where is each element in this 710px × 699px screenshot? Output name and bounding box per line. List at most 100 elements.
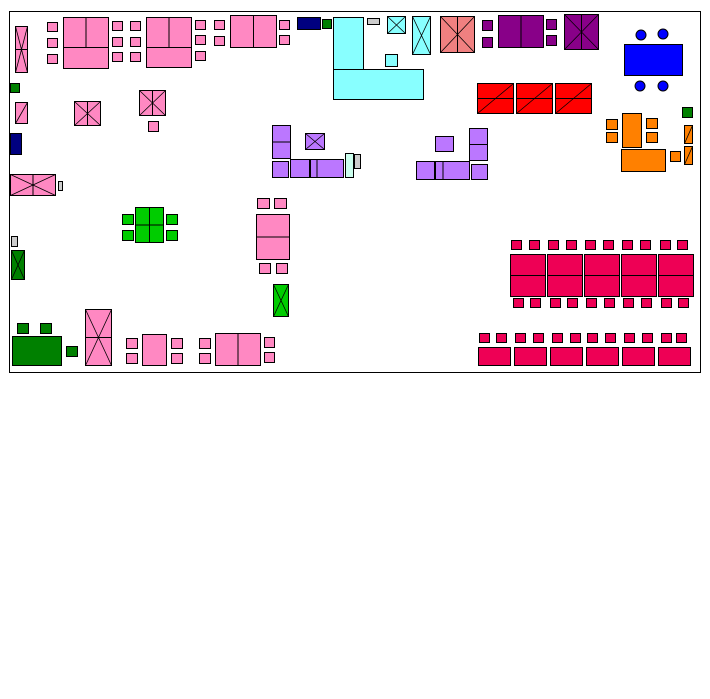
furniture-item	[640, 240, 651, 250]
furniture-item	[471, 164, 488, 180]
furniture-item	[345, 153, 354, 178]
furniture-item	[546, 19, 557, 30]
furniture-item	[10, 133, 22, 155]
furniture-item	[624, 44, 683, 76]
furniture-item	[646, 118, 658, 129]
furniture-item	[586, 298, 597, 308]
furniture-item	[171, 338, 183, 349]
furniture-item	[515, 333, 526, 343]
round-stool	[635, 29, 647, 41]
item-diagonal-line	[684, 125, 693, 144]
furniture-item	[479, 333, 490, 343]
furniture-item	[12, 336, 62, 366]
furniture-item	[195, 51, 206, 61]
round-stool	[634, 80, 646, 92]
furniture-item	[322, 19, 332, 29]
furniture-item	[166, 214, 178, 225]
furniture-item	[646, 132, 658, 143]
furniture-item	[604, 298, 615, 308]
furniture-item	[385, 54, 398, 67]
round-stool	[657, 80, 669, 92]
furniture-item	[623, 298, 634, 308]
furniture-item	[552, 333, 563, 343]
furniture-item	[546, 35, 557, 46]
furniture-item	[606, 132, 618, 143]
item-cross-line	[412, 16, 431, 55]
furniture-item	[309, 159, 311, 178]
furniture-item	[514, 347, 547, 366]
furniture-item	[274, 198, 287, 209]
furniture-item	[10, 83, 20, 93]
furniture-item	[272, 161, 289, 178]
furniture-item	[682, 107, 693, 118]
furniture-item	[478, 347, 511, 366]
furniture-item	[482, 37, 493, 48]
furniture-item	[622, 113, 642, 148]
furniture-item	[112, 52, 123, 62]
item-diagonal-line	[684, 146, 693, 165]
furniture-item	[529, 240, 540, 250]
furniture-item	[122, 230, 134, 241]
furniture-item	[259, 263, 271, 274]
furniture-item	[47, 22, 58, 32]
furniture-item	[661, 333, 672, 343]
furniture-item	[434, 161, 436, 180]
furniture-item	[587, 333, 598, 343]
furniture-item	[354, 154, 361, 169]
furniture-item	[148, 121, 159, 132]
furniture-item	[660, 240, 671, 250]
furniture-item	[530, 298, 541, 308]
furniture-item	[585, 240, 596, 250]
furniture-item	[678, 298, 689, 308]
furniture-layer	[10, 14, 694, 366]
furniture-item	[276, 263, 288, 274]
furniture-item	[66, 346, 78, 357]
furniture-item	[333, 69, 424, 100]
furniture-item	[126, 353, 138, 364]
furniture-item	[199, 338, 211, 349]
furniture-item	[264, 352, 275, 363]
furniture-item	[661, 298, 672, 308]
furniture-item	[670, 151, 681, 162]
furniture-item	[676, 333, 687, 343]
furniture-item	[146, 47, 192, 68]
furniture-item	[122, 214, 134, 225]
furniture-item	[550, 298, 561, 308]
furniture-item	[367, 18, 380, 25]
furniture-item	[566, 240, 577, 250]
furniture-item	[58, 181, 63, 191]
furniture-item	[533, 333, 544, 343]
furniture-item	[17, 323, 29, 334]
item-diagonal-line	[15, 102, 28, 124]
furniture-item	[279, 35, 290, 45]
furniture-item	[641, 298, 652, 308]
furniture-item	[677, 240, 688, 250]
furniture-item	[624, 333, 635, 343]
furniture-item	[47, 38, 58, 48]
furniture-item	[435, 136, 454, 152]
furniture-item	[214, 36, 225, 46]
furniture-item	[264, 337, 275, 348]
furniture-item	[586, 347, 619, 366]
furniture-item	[567, 298, 578, 308]
furniture-item	[171, 353, 183, 364]
furniture-item	[166, 230, 178, 241]
furniture-item	[40, 323, 52, 334]
furniture-item	[513, 298, 524, 308]
furniture-item	[606, 119, 618, 130]
furniture-item	[603, 240, 614, 250]
furniture-item	[130, 37, 141, 47]
furniture-item	[142, 334, 167, 366]
furniture-item	[279, 20, 290, 30]
furniture-item	[257, 198, 270, 209]
furniture-item	[130, 21, 141, 31]
furniture-item	[199, 353, 211, 364]
furniture-item	[622, 240, 633, 250]
item-cross-line	[305, 133, 325, 150]
furniture-item	[214, 20, 225, 30]
furniture-item	[550, 347, 583, 366]
item-cross-line	[387, 16, 406, 34]
furniture-item	[333, 17, 364, 70]
furniture-item	[496, 333, 507, 343]
